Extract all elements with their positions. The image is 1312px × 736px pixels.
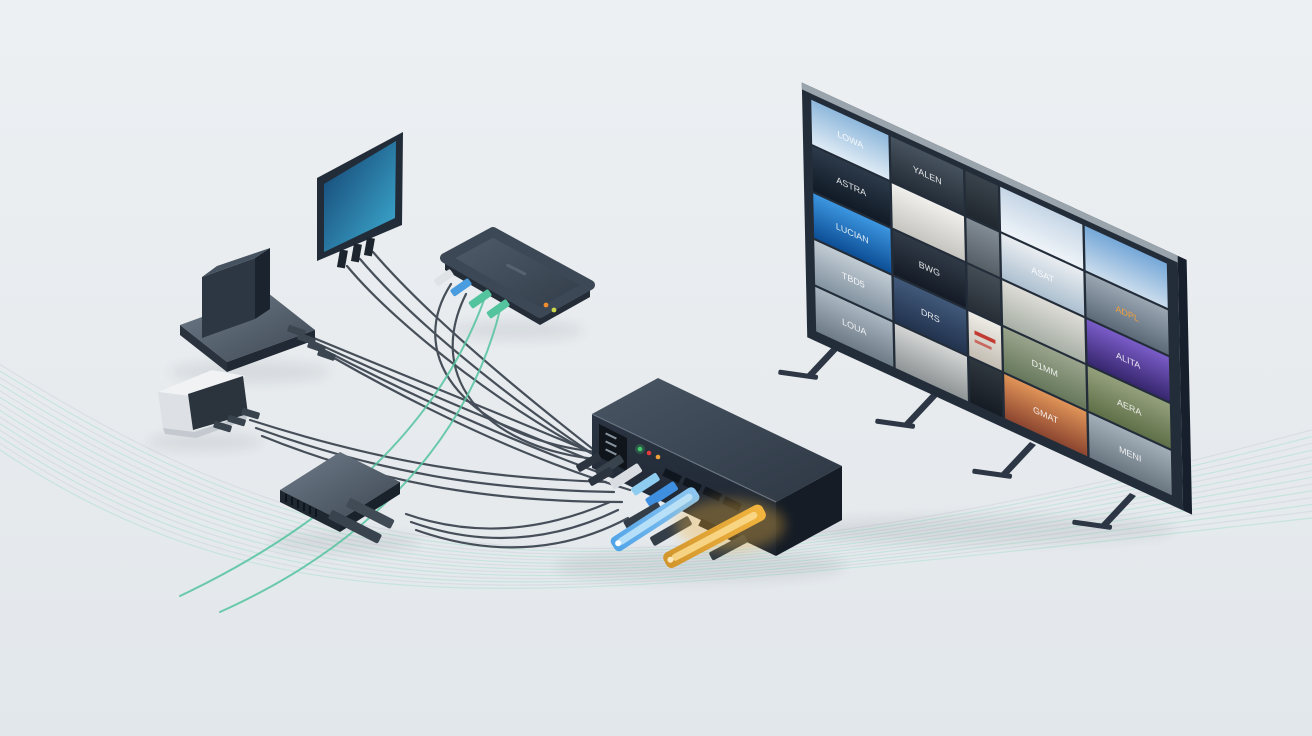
cable-desktop-2 — [312, 340, 612, 470]
incoming-cable-plugs — [576, 453, 614, 486]
flow-line — [0, 376, 1312, 555]
source-cables — [248, 250, 632, 549]
tv-tile-r4c2 — [969, 357, 1003, 418]
tv-tile-r4c0 — [815, 286, 894, 367]
tv-tile-grid: LOWAASTRALUCIANTBD5LOUAYALENBWGDRSASATD1… — [811, 99, 1172, 496]
media-player-vents — [285, 494, 317, 517]
switcher-right-face — [776, 466, 842, 556]
tv-tile-r1c1 — [891, 183, 965, 261]
tv-tile-r1c4 — [1085, 272, 1169, 355]
hub-ports — [434, 269, 510, 319]
tv-tile-r1c3 — [1001, 233, 1085, 316]
projector-body-left — [158, 392, 194, 432]
projector-source — [158, 370, 260, 438]
tv-tile-r2c2 — [967, 264, 1001, 324]
tile-red-mark — [974, 339, 992, 351]
media-player-connectors — [328, 498, 395, 544]
monitor-screen — [324, 141, 396, 252]
flow-line — [0, 436, 1312, 583]
cable-hub-2 — [451, 292, 608, 462]
desktop-tower-side — [255, 248, 270, 319]
tv-tile-r0c2 — [965, 170, 999, 231]
desktop-plugs — [287, 325, 336, 361]
flow-line — [0, 442, 1312, 586]
monitor-plugs — [336, 237, 375, 269]
tv-tile-r4c3 — [1004, 374, 1088, 457]
tv-tile-r0c1 — [890, 136, 964, 215]
hub-logo-mark — [506, 263, 527, 276]
desktop-base-side-left — [180, 325, 227, 372]
big-blue-connector — [610, 487, 700, 552]
tv-stands — [778, 343, 1136, 530]
projector-plugs — [213, 408, 260, 433]
capture-hub — [434, 227, 595, 325]
tile-red-mark — [974, 330, 996, 344]
tv-bezel-top-highlight — [801, 82, 1178, 263]
desktop-base-top — [180, 293, 315, 362]
desktop-pc-source — [180, 248, 336, 372]
tv-tile-r2c0 — [813, 193, 892, 274]
hub-status-leds — [543, 302, 557, 313]
cable-desktop-3 — [322, 348, 622, 482]
switcher-label-lines — [605, 432, 617, 456]
flow-line — [0, 370, 1312, 552]
big-yellow-connector — [663, 499, 785, 568]
tv-tile-r1c0 — [812, 146, 891, 227]
hub-top — [440, 227, 595, 318]
cable-mediaplayer-1 — [404, 500, 612, 530]
flow-lines-decoration — [0, 363, 1312, 589]
tv-tile-r3c4 — [1087, 366, 1171, 449]
tv-tile-r3c0 — [814, 240, 893, 321]
media-player-side — [340, 482, 400, 532]
tv-tile-r1c2 — [966, 217, 1000, 277]
tv-tile-r3c1 — [893, 276, 967, 355]
tv-tile-r3c3 — [1003, 327, 1087, 410]
switcher-status-leds — [635, 444, 661, 460]
switcher-edge-highlight — [591, 413, 777, 503]
monitor-source — [317, 132, 403, 269]
tv-tile-r2c1 — [892, 229, 966, 308]
tv-tile-r0c0 — [811, 99, 890, 180]
tv-tile-r2c3 — [1002, 280, 1086, 363]
projector-body-bottom — [163, 414, 248, 438]
cable-projector-3 — [260, 434, 624, 504]
cable-mediaplayer-2 — [409, 508, 620, 540]
media-player-top — [280, 452, 400, 520]
cable-monitor-1 — [345, 264, 609, 463]
tv-tile-r2c4 — [1086, 319, 1170, 402]
flow-line — [0, 363, 1312, 549]
tv-bezel-side — [1177, 255, 1193, 515]
cable-mediaplayer-3 — [414, 516, 630, 549]
cable-projector-2 — [254, 426, 616, 494]
multiviewer-tv: LOWAASTRALUCIANTBD5LOUAYALENBWGDRSASATD1… — [778, 82, 1193, 530]
desktop-tower-front — [202, 258, 255, 338]
media-player-source — [280, 452, 400, 544]
flow-line — [0, 449, 1312, 589]
cable-hub-1 — [434, 282, 598, 454]
tv-tile-r4c1 — [894, 323, 968, 402]
desktop-tower-top — [202, 248, 270, 277]
cable-projector-1 — [248, 418, 608, 484]
tv-tile-r4c4 — [1088, 412, 1172, 496]
switcher-top-face — [592, 378, 842, 502]
flow-line — [0, 383, 1312, 558]
hub-teal-cables — [179, 299, 501, 613]
projector-body-top — [158, 370, 246, 396]
matrix-switcher — [576, 378, 842, 568]
tv-tile-r0c4 — [1084, 225, 1168, 309]
tv-tile-r3c2 — [968, 311, 1002, 371]
tv-tile-r0c3 — [1000, 186, 1084, 270]
desktop-base-side-right — [227, 330, 315, 372]
